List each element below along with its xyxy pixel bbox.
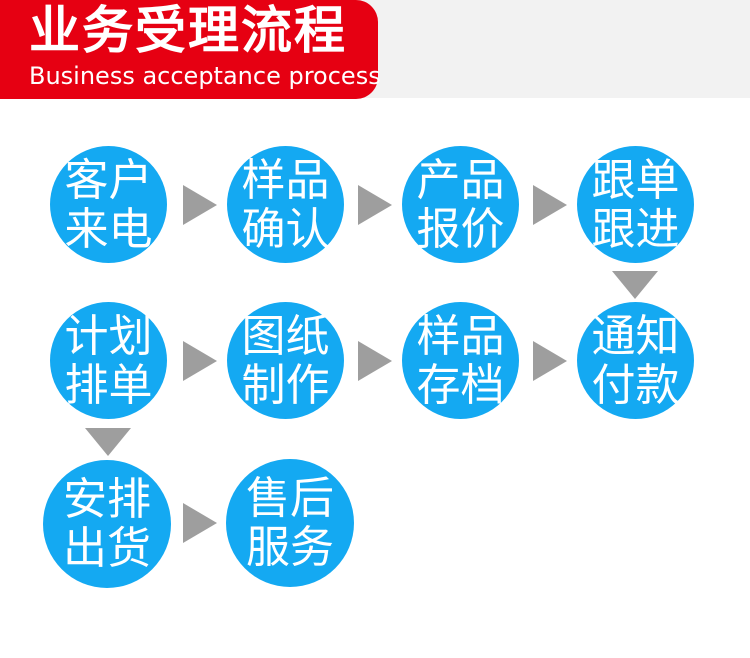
arrow-right-icon xyxy=(533,341,567,381)
arrow-right-icon xyxy=(183,503,217,543)
node-label-line: 跟进 xyxy=(591,203,680,255)
node-label-line: 出货 xyxy=(63,523,151,574)
flow-node-order-follow-up: 跟单 跟进 xyxy=(577,146,694,263)
header-banner: 业务受理流程 Business acceptance process xyxy=(0,0,381,99)
node-label-line: 样品 xyxy=(241,154,330,206)
node-label-line: 报价 xyxy=(416,203,505,255)
node-label-line: 图纸 xyxy=(241,310,330,362)
flow-node-after-sales-service: 售后 服务 xyxy=(226,459,354,587)
node-label-line: 服务 xyxy=(246,522,334,573)
node-label-line: 样品 xyxy=(416,310,505,362)
node-label-line: 计划 xyxy=(64,310,153,362)
page-title: 业务受理流程 xyxy=(29,2,348,61)
flow-node-drawing-production: 图纸 制作 xyxy=(227,302,344,419)
node-label-line: 售后 xyxy=(246,473,334,524)
arrow-right-icon xyxy=(358,341,392,381)
flow-node-arrange-shipment: 安排 出货 xyxy=(43,460,171,588)
page-subtitle: Business acceptance process xyxy=(29,62,381,90)
arrow-down-icon xyxy=(85,428,131,456)
arrow-right-icon xyxy=(533,185,567,225)
node-label-line: 确认 xyxy=(241,203,330,255)
node-label-line: 产品 xyxy=(416,154,505,206)
arrow-down-icon xyxy=(612,271,658,299)
node-label-line: 制作 xyxy=(241,359,330,411)
node-label-line: 安排 xyxy=(63,474,151,525)
node-label-line: 付款 xyxy=(591,359,680,411)
node-label-line: 跟单 xyxy=(591,154,680,206)
node-label-line: 存档 xyxy=(416,359,505,411)
flow-node-sample-archive: 样品 存档 xyxy=(402,302,519,419)
flow-node-plan-schedule: 计划 排单 xyxy=(50,302,167,419)
node-label-line: 客户 xyxy=(64,154,153,206)
node-label-line: 通知 xyxy=(591,310,680,362)
arrow-right-icon xyxy=(358,185,392,225)
arrow-right-icon xyxy=(183,185,217,225)
flow-node-payment-notice: 通知 付款 xyxy=(577,302,694,419)
node-label-line: 来电 xyxy=(64,203,153,255)
flow-node-sample-confirm: 样品 确认 xyxy=(227,146,344,263)
node-label-line: 排单 xyxy=(64,359,153,411)
flow-node-product-quote: 产品 报价 xyxy=(402,146,519,263)
arrow-right-icon xyxy=(183,341,217,381)
flow-node-customer-call: 客户 来电 xyxy=(50,146,167,263)
